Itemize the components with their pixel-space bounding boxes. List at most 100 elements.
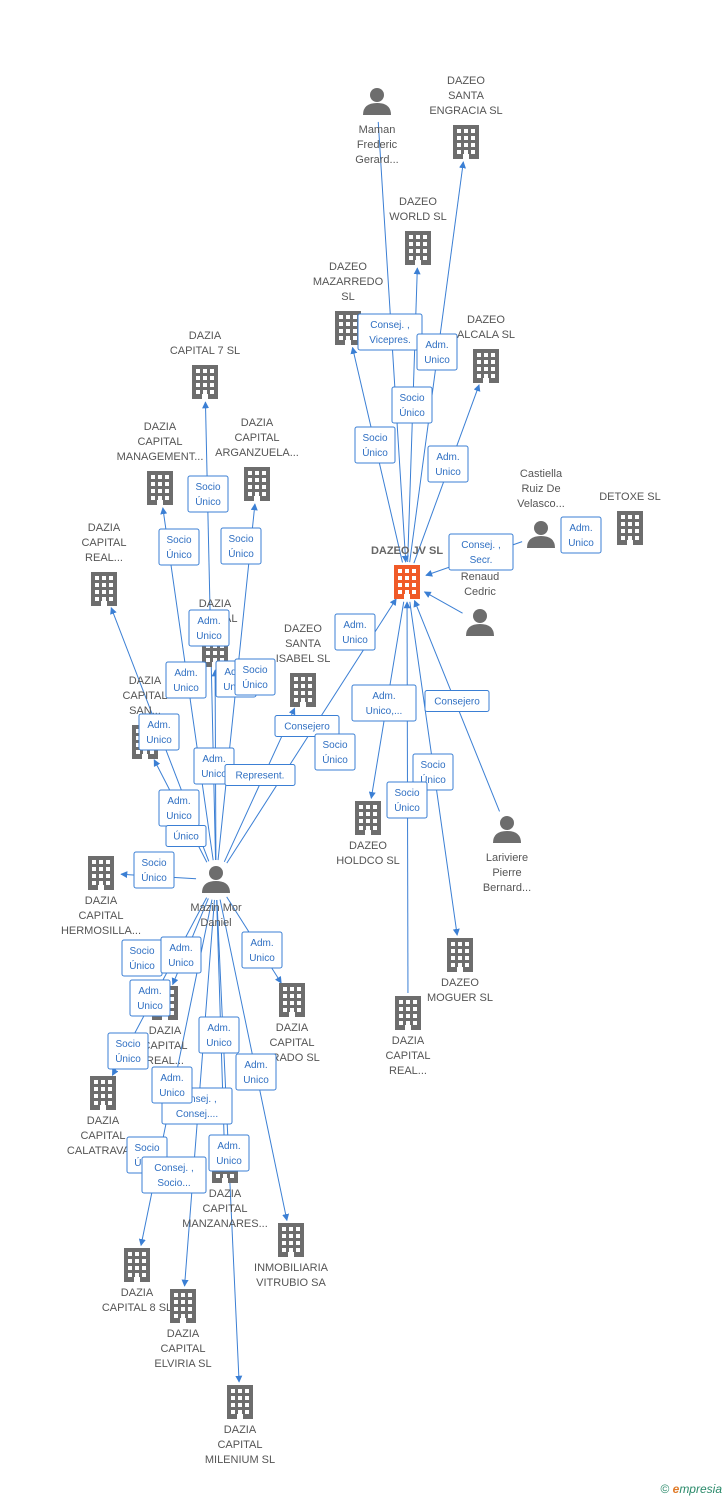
edge-label-text: Unico [342, 635, 368, 646]
node-management[interactable]: DAZIACAPITALMANAGEMENT... [117, 421, 204, 505]
edge-label-consejero-1[interactable]: Consejero [424, 690, 490, 712]
node-label: INMOBILIARIA [254, 1262, 329, 1274]
edge-label-adm-unico-18[interactable]: Adm.Unico [208, 1134, 250, 1172]
edge-label-text: Unico [568, 538, 594, 549]
edge-label-text: Adm. [160, 1073, 183, 1084]
node-dazeo-jv[interactable]: DAZEO JV SL [371, 545, 443, 599]
edge-label-text: Adm. [207, 1023, 230, 1034]
node-lariviere[interactable]: LarivierePierreBernard... [483, 816, 531, 894]
node-label: Renaud [461, 571, 500, 583]
edge-label-text: Socio [420, 760, 445, 771]
edge-label-adm-unico-3[interactable]: Adm.Unico [560, 516, 602, 554]
edge-label-text: Socio [242, 665, 267, 676]
edge-label-consej-socio[interactable]: Consej. ,Socio... [141, 1156, 207, 1194]
edge-label-adm-unico-13[interactable]: Adm.Unico [241, 931, 283, 969]
node-label: CAPITAL [80, 1130, 125, 1142]
node-label: MOGUER SL [427, 992, 493, 1004]
edge-label-text: Socio [394, 788, 419, 799]
edge-label-text: Consej. , [370, 320, 409, 331]
node-label: HERMOSILLA... [61, 925, 141, 937]
building-icon [395, 996, 421, 1030]
node-label: CAPITAL 8 SL [102, 1302, 172, 1314]
edge-label-represent[interactable]: Represent. [224, 764, 296, 786]
node-label: REAL... [389, 1065, 427, 1077]
edge-label-text: Unico,... [366, 706, 403, 717]
edge-label-adm-unico-6[interactable]: Adm.Unico [188, 609, 230, 647]
node-label: DAZEO [284, 623, 322, 635]
edge-label-adm-unico-17[interactable]: Adm.Unico [151, 1066, 193, 1104]
node-arganzuela[interactable]: DAZIACAPITALARGANZUELA... [215, 417, 299, 501]
edge-label-text: Socio [228, 534, 253, 545]
building-icon [147, 471, 173, 505]
edge-label-adm-unico-4[interactable]: Adm.Unico [334, 613, 376, 651]
edge-label-unico[interactable]: Único [165, 825, 207, 847]
node-capital-real-r[interactable]: DAZIACAPITALREAL... [385, 996, 431, 1077]
edge-label-adm-unico-5[interactable]: Adm.Unico,... [351, 684, 417, 722]
building-icon [91, 572, 117, 606]
node-capital8[interactable]: DAZIA CAPITAL 8 SL [102, 1248, 172, 1314]
node-maman[interactable]: MamanFredericGerard... [355, 88, 399, 166]
node-label: DAZIA [224, 1424, 257, 1436]
node-detoxe[interactable]: DETOXE SL [599, 491, 661, 545]
node-label: SL [341, 291, 354, 303]
node-label: DAZIA [121, 1287, 154, 1299]
node-label: Lariviere [486, 852, 528, 864]
node-label: Velasco... [517, 498, 565, 510]
edge-label-text: Unico [424, 355, 450, 366]
node-hermosilla[interactable]: DAZIACAPITALHERMOSILLA... [61, 856, 141, 937]
edge-label-text: Adm. [436, 452, 459, 463]
node-label: ARGANZUELA... [215, 447, 299, 459]
node-label: Cedric [464, 586, 496, 598]
node-capital-real-l[interactable]: DAZIACAPITALREAL... [81, 522, 127, 606]
edge-label-adm-unico-14[interactable]: Adm.Unico [129, 979, 171, 1017]
building-icon [473, 349, 499, 383]
edge-label-text: Adm. [147, 720, 170, 731]
edge-label-adm-unico-2[interactable]: Adm.Unico [427, 445, 469, 483]
edge-label-consej-vicepres[interactable]: Consej. ,Vicepres. [357, 313, 423, 351]
edge-label-adm-unico-15[interactable]: Adm.Unico [198, 1016, 240, 1054]
node-label: Bernard... [483, 882, 531, 894]
edge-label-consej-secr[interactable]: Consej. ,Secr. [448, 533, 514, 571]
node-calatrava[interactable]: DAZIACAPITALCALATRAVA... [67, 1076, 139, 1157]
node-label: Daniel [200, 917, 231, 929]
edge-label-adm-unico-9[interactable]: Adm.Unico [138, 713, 180, 751]
edge-label-adm-unico-1[interactable]: Adm.Unico [416, 333, 458, 371]
building-icon [124, 1248, 150, 1282]
edge-label-consejero-2[interactable]: Consejero [274, 715, 340, 737]
edge-label-adm-unico-7[interactable]: Adm.Unico [165, 661, 207, 699]
edge-label-adm-unico-12[interactable]: Adm.Unico [160, 936, 202, 974]
node-label: MANZANARES... [182, 1218, 268, 1230]
edge-label-adm-unico-16[interactable]: Adm.Unico [235, 1053, 277, 1091]
building-icon [405, 231, 431, 265]
edge-label-adm-unico-11[interactable]: Adm.Unico [158, 789, 200, 827]
